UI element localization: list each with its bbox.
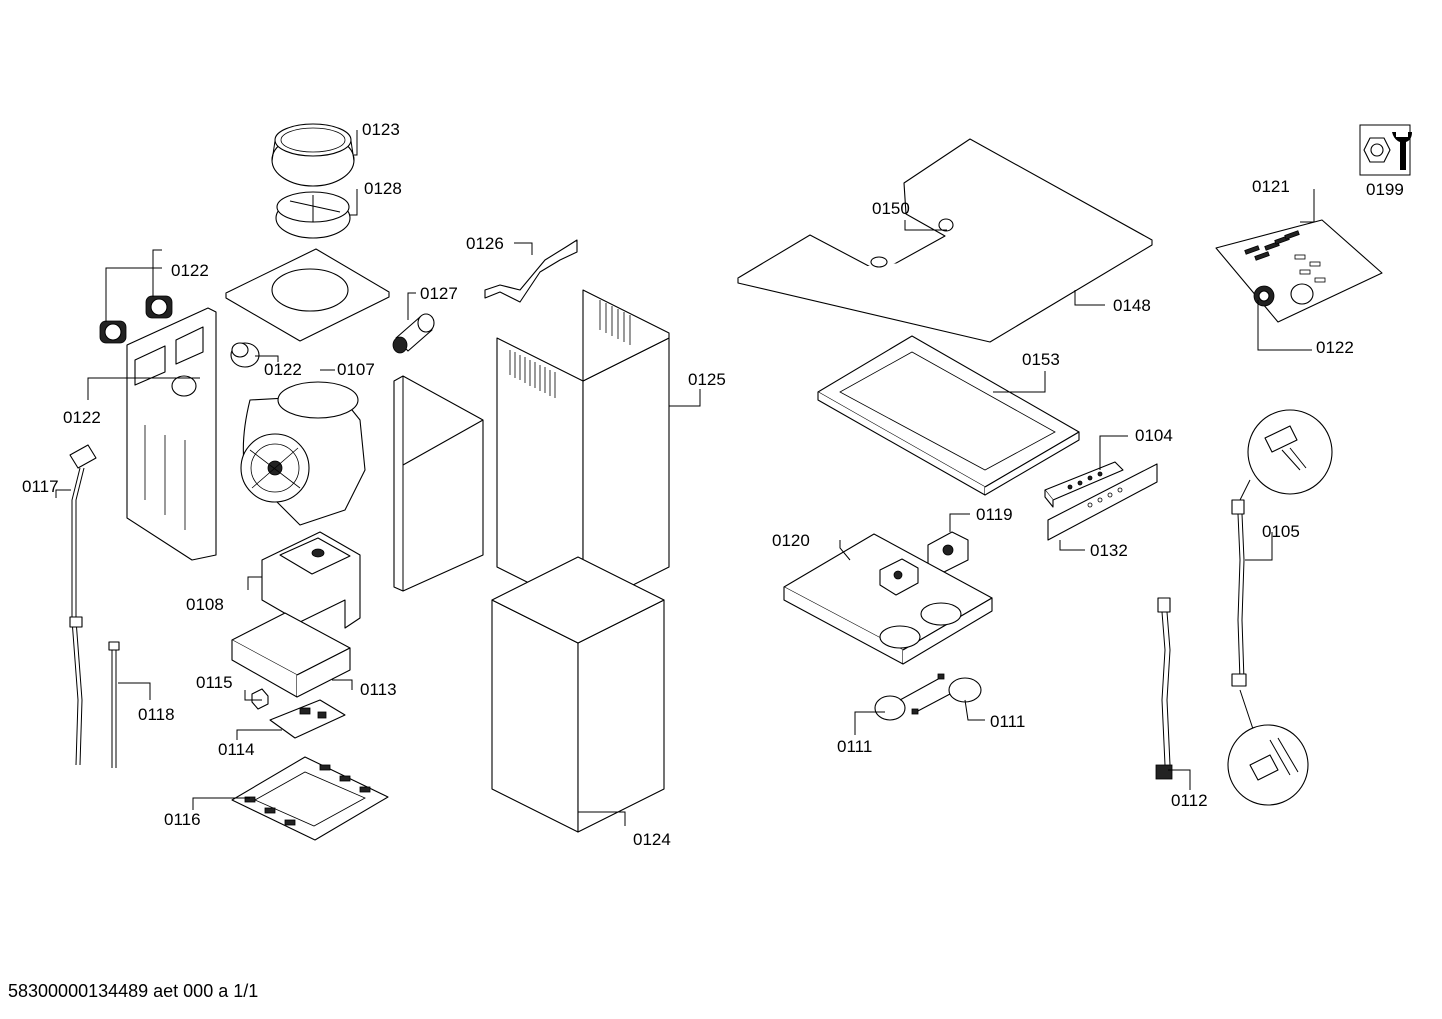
part-0127-capacitor[interactable] xyxy=(392,313,435,354)
label-0128: 0128 xyxy=(364,179,402,198)
label-0116: 0116 xyxy=(164,810,201,829)
label-0126: 0126 xyxy=(466,234,504,253)
part-0132-fascia-strip[interactable] xyxy=(1047,463,1158,541)
part-0118-cable[interactable] xyxy=(108,641,120,768)
label-0148: 0148 xyxy=(1113,296,1151,315)
label-0115: 0115 xyxy=(196,673,233,692)
part-0122-grommet-bag[interactable] xyxy=(1253,283,1314,307)
label-0104: 0104 xyxy=(1135,426,1173,445)
label-0111-b: 0111 xyxy=(990,712,1025,731)
part-0117-power-cable[interactable] xyxy=(69,444,97,766)
part-0148-filter-cover[interactable] xyxy=(737,138,1153,343)
part-0114-circuit-board[interactable] xyxy=(269,699,346,739)
part-0112-connection-cable[interactable] xyxy=(1155,597,1173,780)
label-0111-a: 0111 xyxy=(837,737,872,756)
part-0116-base-frame[interactable] xyxy=(231,756,389,841)
part-0104-control-module[interactable] xyxy=(1044,461,1124,508)
label-0132: 0132 xyxy=(1090,541,1128,560)
part-0150-clip[interactable] xyxy=(938,218,954,232)
part-0107-blower-motor[interactable] xyxy=(240,381,366,526)
label-0122-c: 0122 xyxy=(264,360,302,379)
label-0199: 0199 xyxy=(1366,180,1404,199)
label-0121: 0121 xyxy=(1252,177,1290,196)
part-0122-grommet-left-a[interactable] xyxy=(99,320,127,344)
part-0111-lamp-right[interactable] xyxy=(911,677,982,715)
part-side-frame[interactable] xyxy=(393,375,484,592)
part-0122-grommet-left-b[interactable] xyxy=(145,295,173,319)
label-0108: 0108 xyxy=(186,595,224,614)
document-reference: 58300000134489 aet 000 a 1/1 xyxy=(8,981,259,1001)
leader-lines xyxy=(55,130,1315,826)
part-0120-bottom-tray[interactable] xyxy=(783,533,993,665)
part-0108-motor-bracket[interactable] xyxy=(261,531,361,629)
part-0113-electronics-housing[interactable] xyxy=(231,612,351,698)
label-0123: 0123 xyxy=(362,120,400,139)
label-0119: 0119 xyxy=(976,505,1013,524)
part-labels: 0123 0128 0122 0122 0122 0107 0127 0126 … xyxy=(22,120,1404,849)
label-0125: 0125 xyxy=(688,370,726,389)
wrench-nut-icon xyxy=(1359,124,1412,176)
label-0113: 0113 xyxy=(360,680,397,699)
label-0120: 0120 xyxy=(772,531,810,550)
part-0125-upper-chimney[interactable] xyxy=(496,289,670,611)
label-0122-b: 0122 xyxy=(63,408,101,427)
label-0124: 0124 xyxy=(633,830,671,849)
part-0115-switch[interactable] xyxy=(251,688,269,710)
label-0112: 0112 xyxy=(1171,791,1208,810)
label-0118: 0118 xyxy=(138,705,175,724)
label-0153: 0153 xyxy=(1022,350,1060,369)
label-0107: 0107 xyxy=(337,360,375,379)
part-back-panel[interactable] xyxy=(126,307,217,561)
label-0117: 0117 xyxy=(22,477,59,496)
label-0150: 0150 xyxy=(872,199,910,218)
part-0123-duct-ring[interactable] xyxy=(271,123,355,187)
label-0122-d: 0122 xyxy=(1316,338,1354,357)
part-0121-accessory-bag[interactable] xyxy=(1215,219,1383,323)
part-0119-halogen-lamp[interactable] xyxy=(927,531,969,573)
part-0105-wiring-harness[interactable] xyxy=(1227,409,1333,806)
label-0127: 0127 xyxy=(420,284,458,303)
label-0122-a: 0122 xyxy=(171,261,209,280)
part-0126-bracket[interactable] xyxy=(484,239,578,303)
label-0105: 0105 xyxy=(1262,522,1300,541)
part-0153-mounting-frame[interactable] xyxy=(817,335,1080,496)
part-0128-backflow-flap[interactable] xyxy=(275,191,351,239)
part-0122-grommet-middle[interactable] xyxy=(230,342,260,368)
part-0124-lower-chimney[interactable] xyxy=(491,556,665,833)
label-0114: 0114 xyxy=(218,740,255,759)
part-top-plate[interactable] xyxy=(225,248,390,342)
part-0111-lamp-left[interactable] xyxy=(874,673,945,721)
